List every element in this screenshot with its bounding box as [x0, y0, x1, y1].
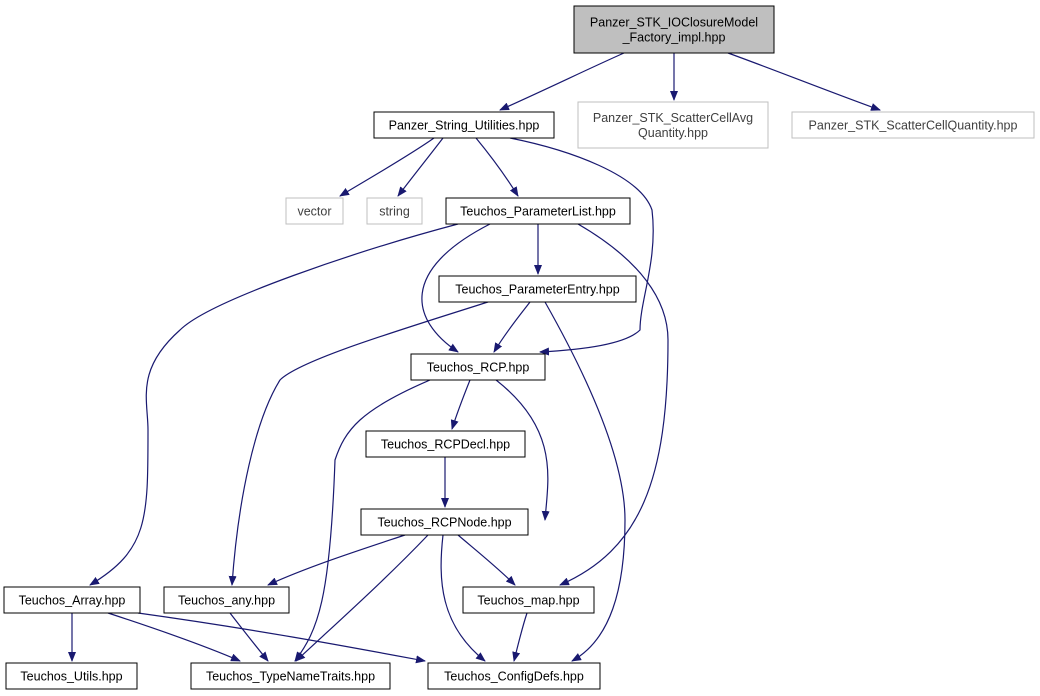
node-rcp[interactable]: Teuchos_RCP.hpp: [410, 353, 546, 381]
edge-rcpnode-to-map: [457, 534, 516, 586]
edge-paramentry-to-any: [228, 301, 489, 586]
node-label: Panzer_STK_ScatterCellAvg: [593, 111, 753, 125]
node-label: Teuchos_ConfigDefs.hpp: [444, 670, 584, 684]
node-label: Panzer_STK_ScatterCellQuantity.hpp: [809, 119, 1018, 133]
node-box: [373, 111, 555, 139]
node-rcpnode[interactable]: Teuchos_RCPNode.hpp: [360, 508, 529, 536]
node-box: [366, 197, 423, 225]
node-label: Panzer_STK_IOClosureModel: [590, 16, 758, 30]
edge-map-to-configdefs: [512, 612, 528, 662]
node-configdefs[interactable]: Teuchos_ConfigDefs.hpp: [427, 662, 601, 690]
edge-rcp-to-typename: [294, 379, 431, 662]
edge-string_util-to-rcp: [509, 137, 654, 356]
node-box: [427, 662, 601, 690]
node-box: [3, 586, 141, 614]
edge-root-to-scatter_qty: [727, 52, 881, 111]
node-box: [190, 662, 391, 690]
node-box: [410, 353, 546, 381]
node-label: Teuchos_Utils.hpp: [20, 670, 122, 684]
node-box: [573, 5, 775, 54]
node-string[interactable]: string: [366, 197, 423, 225]
edge-paramentry-to-configdefs: [544, 301, 626, 662]
node-box: [438, 275, 637, 303]
edge-paramentry-to-rcp: [493, 301, 531, 353]
node-root: Panzer_STK_IOClosureModel_Factory_impl.h…: [573, 5, 775, 54]
node-box: [462, 586, 595, 614]
edge-rcpnode-to-typename: [295, 534, 429, 662]
edge-any-to-typename: [229, 612, 269, 662]
node-label: _Factory_impl.hpp: [622, 31, 726, 45]
nodes-layer: Panzer_STK_IOClosureModel_Factory_impl.h…: [3, 5, 1035, 690]
node-any[interactable]: Teuchos_any.hpp: [163, 586, 290, 614]
edge-rcpnode-to-configdefs: [440, 534, 486, 662]
node-box: [791, 111, 1035, 139]
node-label: Teuchos_RCPNode.hpp: [377, 516, 511, 530]
node-paramentry[interactable]: Teuchos_ParameterEntry.hpp: [438, 275, 637, 303]
node-label: Teuchos_ParameterEntry.hpp: [455, 283, 619, 297]
node-label: Teuchos_map.hpp: [477, 594, 579, 608]
edge-string_util-to-string: [397, 137, 444, 197]
edge-string_util-to-paramlist: [475, 137, 519, 197]
edge-string_util-to-vector: [339, 137, 435, 197]
edge-root-to-string_util: [499, 52, 625, 111]
node-box: [445, 197, 631, 225]
node-string_util[interactable]: Panzer_String_Utilities.hpp: [373, 111, 555, 139]
node-box: [5, 662, 138, 690]
node-paramlist[interactable]: Teuchos_ParameterList.hpp: [445, 197, 631, 225]
node-box: [163, 586, 290, 614]
edge-paramlist-to-rcp: [421, 223, 491, 353]
node-label: Quantity.hpp: [638, 126, 708, 140]
node-utils[interactable]: Teuchos_Utils.hpp: [5, 662, 138, 690]
node-box: [577, 101, 769, 149]
node-box: [360, 508, 529, 536]
edge-array-to-configdefs: [137, 612, 426, 664]
node-scatter_qty[interactable]: Panzer_STK_ScatterCellQuantity.hpp: [791, 111, 1035, 139]
node-label: Teuchos_TypeNameTraits.hpp: [206, 670, 375, 684]
node-label: Teuchos_RCPDecl.hpp: [381, 438, 510, 452]
edge-paramlist-to-map: [559, 223, 669, 586]
edge-array-to-typename: [107, 612, 241, 662]
node-label: Teuchos_ParameterList.hpp: [460, 205, 616, 219]
edge-rcpnode-to-any: [267, 534, 406, 586]
node-label: Panzer_String_Utilities.hpp: [389, 119, 540, 133]
edge-rcp-to-map: [495, 379, 550, 521]
node-array[interactable]: Teuchos_Array.hpp: [3, 586, 141, 614]
node-label: string: [379, 205, 410, 219]
node-map[interactable]: Teuchos_map.hpp: [462, 586, 595, 614]
node-vector[interactable]: vector: [285, 197, 344, 225]
node-rcpdecl[interactable]: Teuchos_RCPDecl.hpp: [365, 430, 526, 458]
node-label: Teuchos_Array.hpp: [19, 594, 126, 608]
node-label: Teuchos_any.hpp: [178, 594, 275, 608]
node-typename[interactable]: Teuchos_TypeNameTraits.hpp: [190, 662, 391, 690]
node-label: Teuchos_RCP.hpp: [427, 361, 530, 375]
edge-rcp-to-rcpdecl: [450, 379, 471, 430]
node-box: [365, 430, 526, 458]
node-box: [285, 197, 344, 225]
node-label: vector: [297, 205, 331, 219]
edges-layer: [68, 52, 881, 664]
edge-paramlist-to-array: [89, 223, 459, 586]
